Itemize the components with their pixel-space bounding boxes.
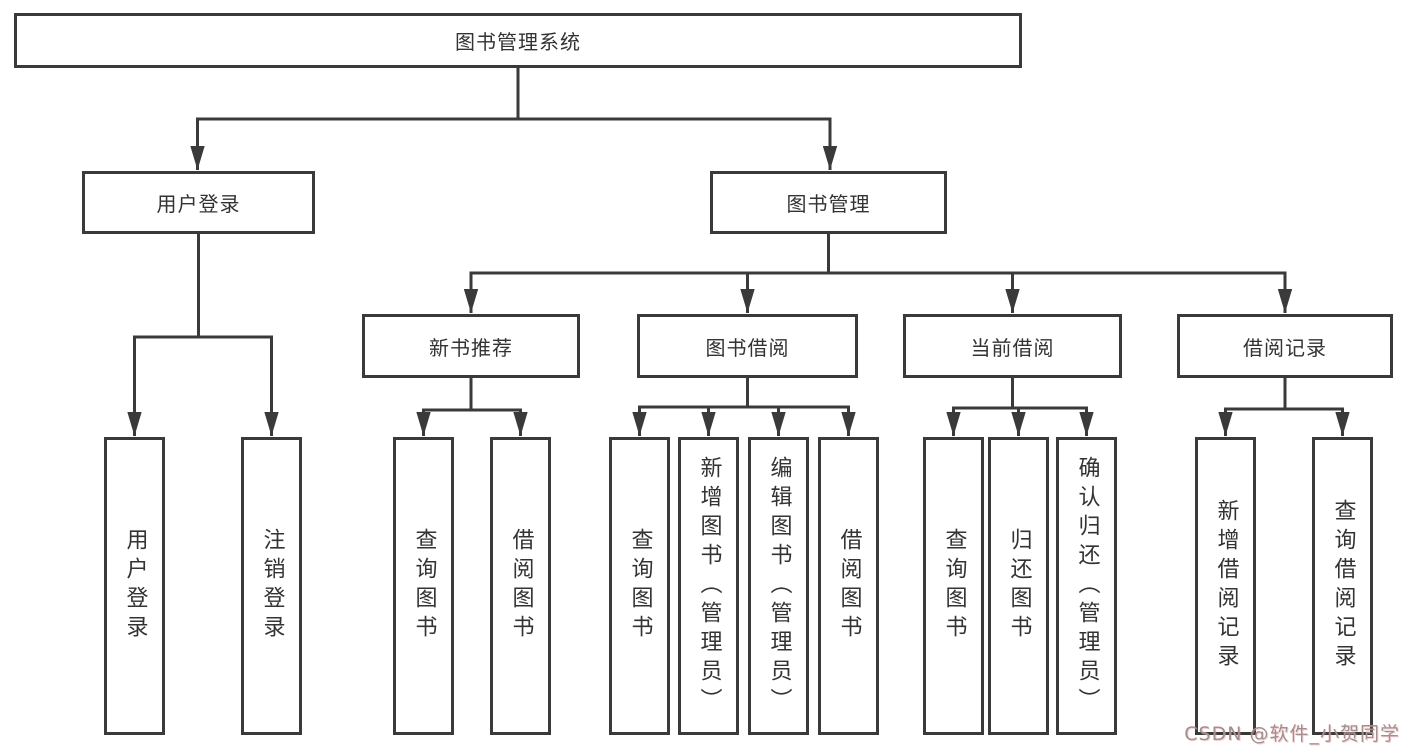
leaf-add-borrow-record: 新增借阅记录	[1195, 437, 1256, 735]
node-book-borrow: 图书借阅	[637, 314, 858, 378]
leaf-borrow-book-recommend: 借阅图书	[490, 437, 551, 735]
csdn-watermark: CSDN @软件_小贺同学	[1184, 723, 1400, 745]
node-root-system: 图书管理系统	[14, 13, 1022, 68]
node-book-management: 图书管理	[710, 171, 947, 234]
leaf-query-borrow-record: 查询借阅记录	[1312, 437, 1373, 735]
leaf-logout: 注销登录	[241, 437, 302, 735]
leaf-user-login: 用户登录	[104, 437, 165, 735]
leaf-query-book-recommend: 查询图书	[393, 437, 454, 735]
node-user-login: 用户登录	[82, 171, 315, 234]
node-borrow-records: 借阅记录	[1177, 314, 1393, 378]
leaf-edit-book-admin: 编辑图书（管理员）	[748, 437, 809, 735]
leaf-return-book: 归还图书	[988, 437, 1049, 735]
leaf-confirm-return-admin: 确认归还（管理员）	[1056, 437, 1117, 735]
node-new-book-recommend: 新书推荐	[362, 314, 580, 378]
node-current-borrow: 当前借阅	[903, 314, 1122, 378]
leaf-add-book-admin: 新增图书（管理员）	[678, 437, 739, 735]
leaf-query-book-current: 查询图书	[923, 437, 984, 735]
leaf-query-book-borrow: 查询图书	[609, 437, 670, 735]
leaf-borrow-book: 借阅图书	[818, 437, 879, 735]
